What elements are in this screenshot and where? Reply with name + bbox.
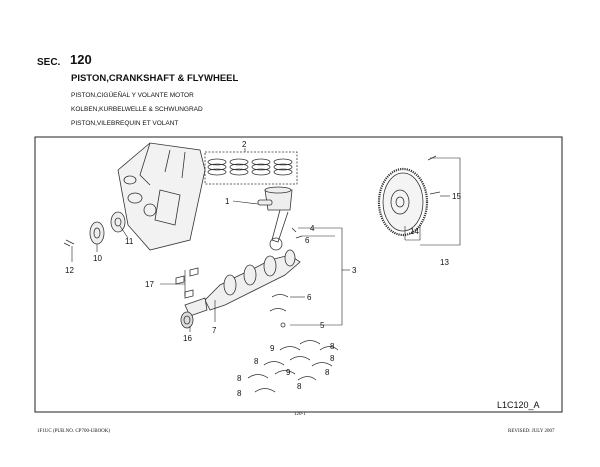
- callout-4: 4: [310, 224, 315, 233]
- subtitle-french: PISTON,VILEBREQUIN ET VOLANT: [71, 120, 179, 127]
- callout-6b: 6: [307, 293, 312, 302]
- piston: [257, 186, 293, 211]
- thrust-bearings: [247, 340, 339, 393]
- callout-13: 13: [440, 258, 449, 267]
- section-number: 120: [70, 52, 92, 67]
- connecting-rod: [269, 209, 303, 251]
- crank-gear: [180, 311, 194, 329]
- callout-8c: 8: [330, 354, 335, 363]
- callout-5: 5: [320, 321, 325, 330]
- callout-6a: 6: [305, 236, 310, 245]
- subtitle-german: KOLBEN,KURBELWELLE & SCHWUNGRAD: [71, 106, 203, 113]
- leader-lines: [71, 148, 461, 332]
- callout-15: 15: [452, 192, 461, 201]
- callout-1: 1: [225, 197, 230, 206]
- callout-11: 11: [125, 237, 134, 246]
- callout-9a: 9: [270, 344, 275, 353]
- callout-16: 16: [183, 334, 192, 343]
- diagram-frame: [34, 136, 563, 413]
- callout-2: 2: [242, 140, 247, 149]
- callout-8b: 8: [254, 357, 259, 366]
- callout-17: 17: [145, 280, 154, 289]
- engine-block: [117, 142, 206, 251]
- callout-8f: 8: [297, 382, 302, 391]
- callout-12: 12: [65, 266, 74, 275]
- callout-14: 14: [410, 227, 419, 236]
- flywheel: [377, 155, 441, 237]
- callout-9b: 9: [286, 368, 291, 377]
- page-number: 120-1: [294, 412, 306, 417]
- crankshaft: [184, 249, 301, 317]
- callout-8d: 8: [237, 374, 242, 383]
- footer-publication: 1F1UC (PUB.NO. CP700-UBOOK): [37, 429, 111, 434]
- callout-8e: 8: [325, 368, 330, 377]
- page-title: PISTON,CRANKSHAFT & FLYWHEEL: [71, 73, 239, 84]
- section-label: SEC.: [37, 57, 61, 68]
- callout-8g: 8: [237, 389, 242, 398]
- diagram-code: L1C120_A: [497, 400, 540, 410]
- callout-7: 7: [212, 326, 217, 335]
- subtitle-spanish: PISTON,CIGÜEÑAL Y VOLANTE MOTOR: [71, 92, 194, 99]
- crank-pulley: [63, 211, 126, 247]
- callout-10: 10: [93, 254, 102, 263]
- piston-rings: [204, 151, 298, 185]
- callout-3: 3: [352, 266, 357, 275]
- footer-revised: REVISED: JULY 2007: [508, 429, 555, 434]
- callout-8a: 8: [330, 342, 335, 351]
- callout-labels: 2 1 4 6 3 6 5 7 16 17 11 10 12 15 14 13 …: [65, 140, 461, 398]
